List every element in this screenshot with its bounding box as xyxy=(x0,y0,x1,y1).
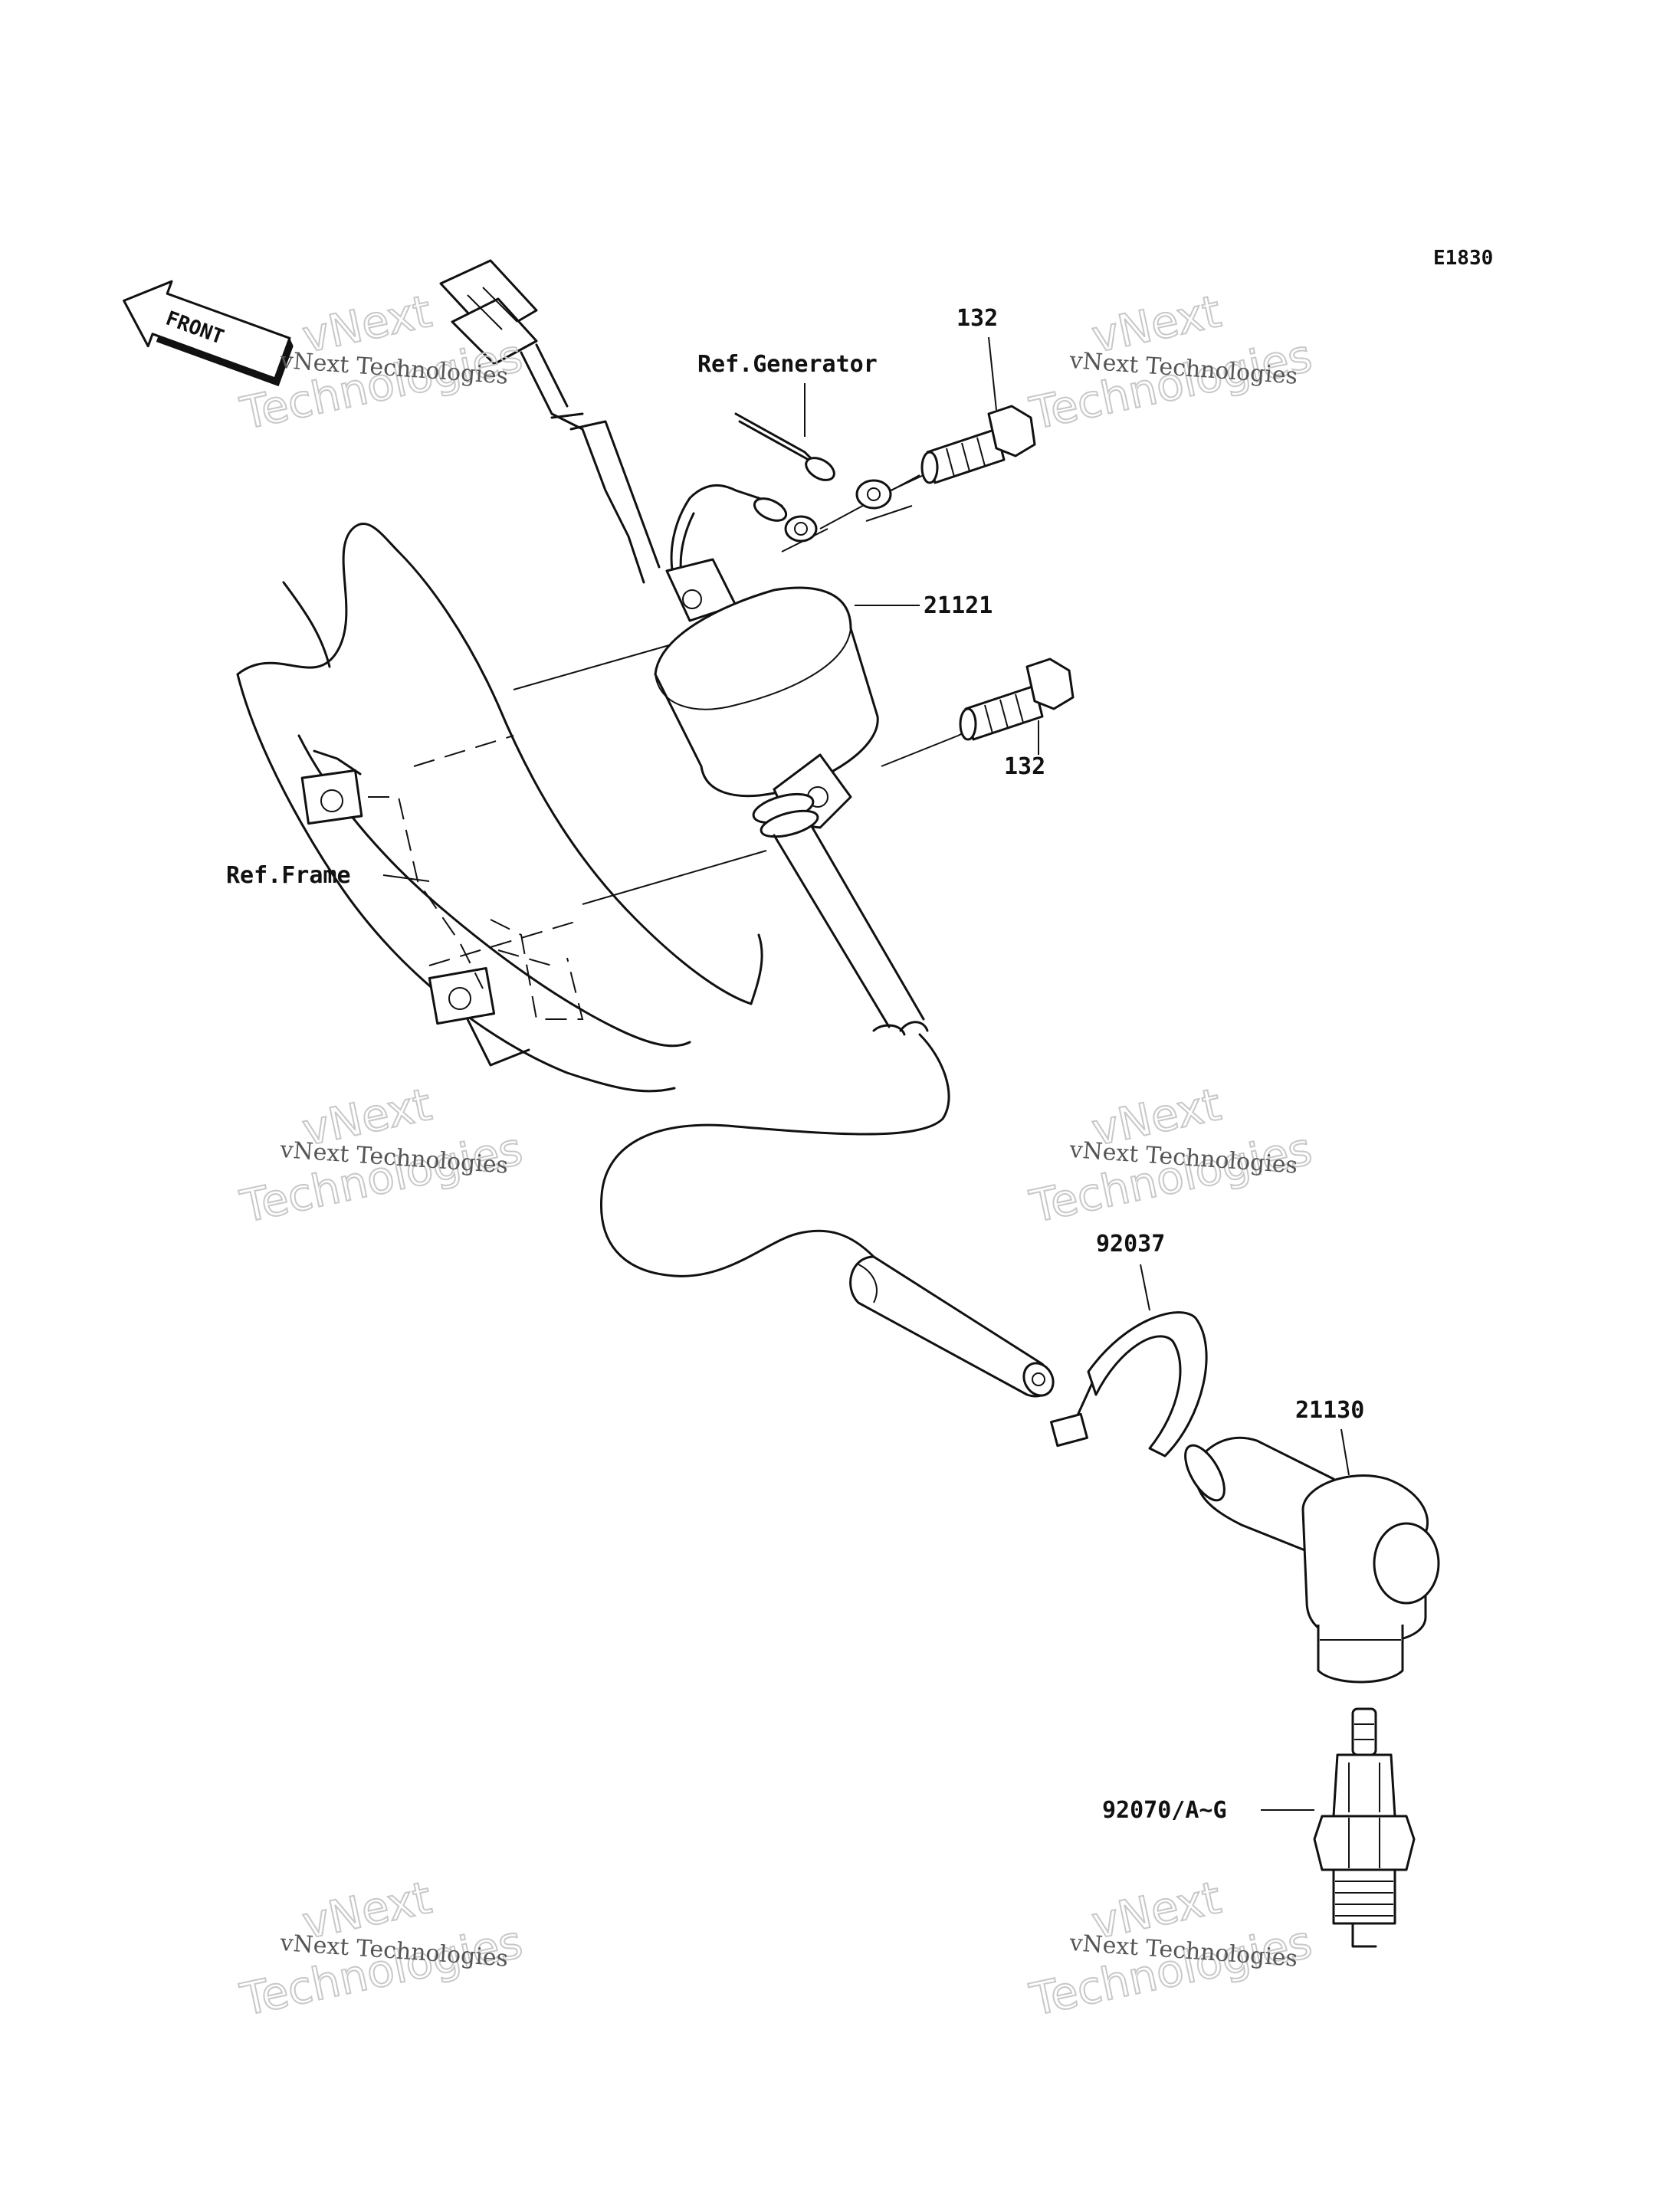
part-labels: 132 Ref.Generator 21121 132 Ref.Frame 92… xyxy=(226,305,1364,1824)
lead-end-drawing xyxy=(849,1255,1055,1398)
label-leaders xyxy=(382,336,1350,1811)
bolt-top-drawing xyxy=(819,405,1036,530)
label-ref-generator: Ref.Generator xyxy=(697,351,878,378)
front-arrow-icon: FRONT xyxy=(123,280,294,387)
label-ref-frame: Ref.Frame xyxy=(226,862,351,889)
diagram-code: E1830 xyxy=(1433,247,1493,270)
watermark-middle-left: vNext Technologies vNext Technologies xyxy=(235,1077,528,1234)
coil-connector xyxy=(439,259,661,584)
watermark-bottom-left: vNext Technologies vNext Technologies xyxy=(235,1871,528,2027)
label-spark-plug: 92070/A~G xyxy=(1102,1797,1227,1824)
frame-drawing xyxy=(236,523,763,1093)
watermark-middle-right: vNext Technologies vNext Technologies xyxy=(1025,1077,1317,1234)
label-bolt-bottom: 132 xyxy=(1004,753,1045,780)
label-ignition-coil: 21121 xyxy=(924,592,993,619)
watermark-bottom-right: vNext Technologies vNext Technologies xyxy=(1025,1871,1317,2027)
label-plug-cap: 21130 xyxy=(1295,1397,1364,1424)
clamp-drawing xyxy=(1050,1311,1208,1458)
plug-cap-drawing xyxy=(1184,1436,1440,1684)
ignition-coil-drawing xyxy=(599,484,950,1277)
reference-leader-lines xyxy=(413,505,959,966)
label-clamp: 92037 xyxy=(1096,1231,1165,1258)
watermark-top-right: vNext Technologies vNext Technologies xyxy=(1025,284,1317,441)
spark-plug-drawing xyxy=(1313,1707,1416,1948)
bolt-bottom-drawing xyxy=(957,657,1075,741)
label-bolt-top: 132 xyxy=(956,305,998,332)
generator-wire-drawing xyxy=(734,412,924,510)
